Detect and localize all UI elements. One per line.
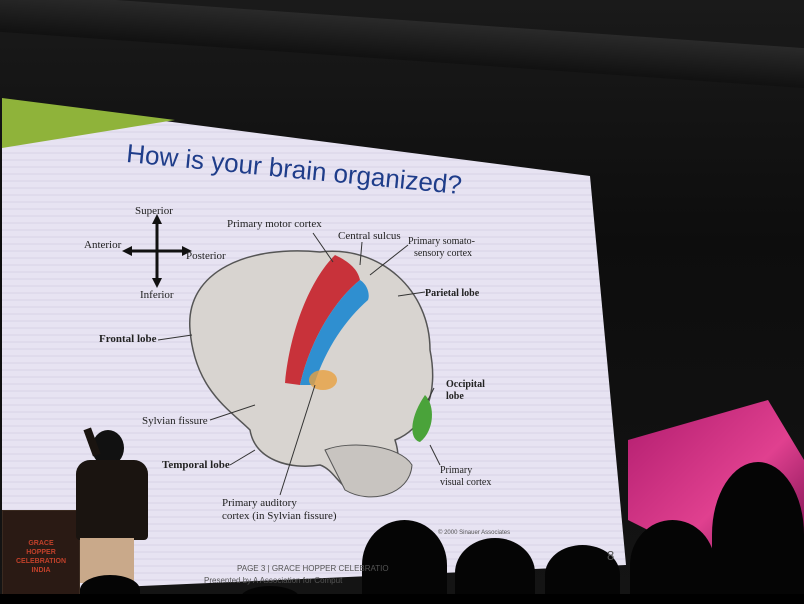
label-occipital-1: Occipital xyxy=(446,379,485,390)
label-frontal-lobe: Frontal lobe xyxy=(99,333,157,345)
label-inferior: Inferior xyxy=(140,289,174,301)
label-posterior: Posterior xyxy=(186,250,226,262)
audience-head xyxy=(712,462,804,604)
auditory-cortex xyxy=(309,370,337,390)
label-auditory-2: cortex (in Sylvian fissure) xyxy=(222,510,337,522)
motor-cortex xyxy=(285,255,360,385)
slide-footer-presented: Presented by A Association for Comput xyxy=(204,576,343,585)
orientation-arrows-icon xyxy=(122,214,192,288)
somatosensory-cortex xyxy=(300,280,369,385)
audience-head xyxy=(362,520,447,604)
label-superior: Superior xyxy=(135,205,173,217)
label-sylvian-fissure: Sylvian fissure xyxy=(142,415,208,427)
slide-footer-page: PAGE 3 | GRACE HOPPER CELEBRATIO xyxy=(237,564,389,573)
label-somatosensory-2: sensory cortex xyxy=(414,248,473,259)
label-anterior: Anterior xyxy=(84,239,122,251)
copyright-note: © 2000 Sinauer Associates xyxy=(438,530,511,536)
label-primary-motor-cortex: Primary motor cortex xyxy=(227,218,322,230)
floor xyxy=(0,594,804,604)
podium: GRACE HOPPER CELEBRATION INDIA xyxy=(2,510,80,597)
label-central-sulcus: Central sulcus xyxy=(338,230,401,242)
label-temporal-lobe: Temporal lobe xyxy=(162,459,230,471)
label-visual-2: visual cortex xyxy=(440,477,492,488)
label-occipital-2: lobe xyxy=(446,391,464,402)
cerebellum xyxy=(324,444,413,498)
visual-cortex xyxy=(412,395,432,442)
podium-logo: GRACE HOPPER CELEBRATION INDIA xyxy=(15,540,67,574)
audience-head xyxy=(455,538,535,604)
slide-number: 8 xyxy=(607,548,615,563)
label-parietal-lobe: Parietal lobe xyxy=(425,288,480,299)
label-visual-1: Primary xyxy=(440,465,473,476)
label-somatosensory-1: Primary somato- xyxy=(408,236,475,247)
label-auditory-1: Primary auditory xyxy=(222,497,297,509)
audience-head xyxy=(630,520,715,604)
leader-lines xyxy=(157,232,441,496)
